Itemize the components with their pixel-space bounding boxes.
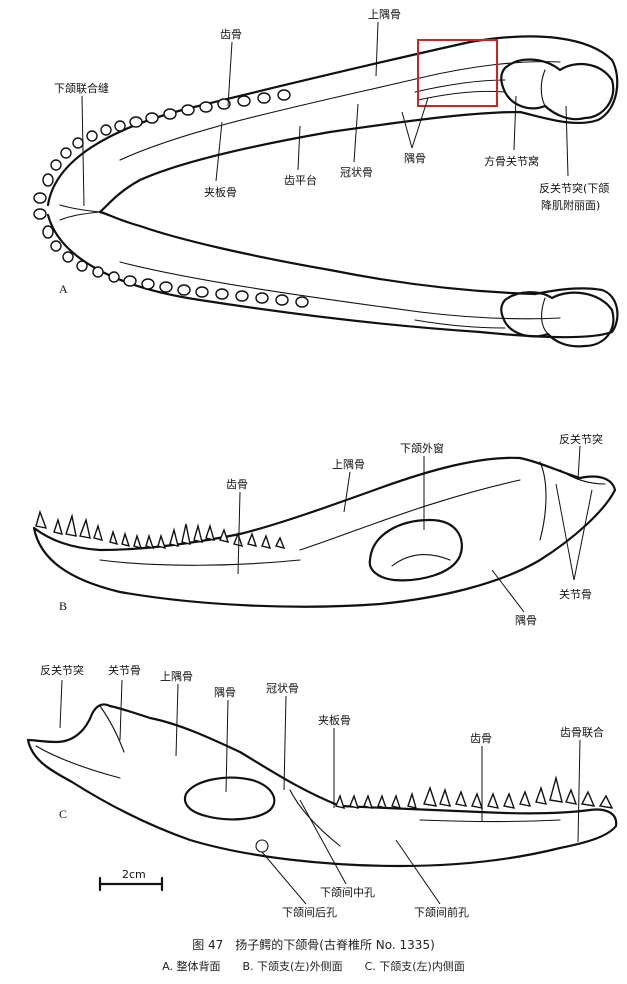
- panel-b-drawing: [32, 445, 617, 613]
- panel-a-drawing: [33, 21, 619, 348]
- panel-a-teeth: [33, 89, 309, 308]
- label-b-chigu: 齿骨: [226, 478, 248, 491]
- label-a-fanguanjietu-1: 反关节突(下颌: [539, 181, 609, 195]
- label-b-fanguanjietu: 反关节突: [559, 432, 603, 446]
- label-a-yugu: 隅骨: [404, 152, 426, 165]
- highlight-box: [417, 39, 498, 107]
- panel-c-teeth: [335, 775, 614, 809]
- panel-c-letter: C: [59, 807, 67, 821]
- label-c-zhong-kong: 下颌间中孔: [320, 885, 375, 899]
- label-a-chigu: 齿骨: [220, 28, 242, 41]
- label-c-fanguanjietu: 反关节突: [40, 663, 84, 677]
- label-a-chipingtai: 齿平台: [284, 173, 317, 187]
- label-b-xiahe-waichuang: 下颌外窗: [400, 441, 444, 455]
- label-a-fanguanjietu-2: 降肌附丽面): [541, 198, 600, 212]
- label-a-fanggu-guanjiewo: 方骨关节窝: [484, 154, 539, 168]
- panel-b-teeth: [35, 509, 286, 550]
- external-mandibular-fenestra: [368, 518, 463, 582]
- panel-c-drawing: [26, 679, 618, 905]
- scale-bar-label: 2cm: [122, 868, 146, 881]
- figure-caption-subtitle: A. 整体背面 B. 下颌支(左)外侧面 C. 下颌支(左)内侧面: [162, 960, 465, 973]
- panel-b-letter: B: [59, 599, 67, 613]
- label-c-chigu-lianhe: 齿骨联合: [560, 725, 604, 739]
- label-a-shangyu: 上隅骨: [368, 8, 401, 21]
- label-b-guanjiegu: 关节骨: [559, 587, 592, 601]
- label-c-guanjiegu: 关节骨: [108, 663, 141, 677]
- label-c-shangyu: 上隅骨: [160, 670, 193, 683]
- panel-a-letter: A: [59, 282, 68, 296]
- label-c-qian-kong: 下颌间前孔: [414, 905, 469, 919]
- label-a-guanzhuanggu: 冠状骨: [340, 165, 373, 179]
- label-b-shangyu: 上隅骨: [332, 458, 365, 471]
- label-c-chigu: 齿骨: [470, 732, 492, 745]
- label-c-guanzhuanggu: 冠状骨: [266, 681, 299, 695]
- label-a-jiabangu: 夹板骨: [204, 185, 237, 199]
- label-c-jiabangu: 夹板骨: [318, 713, 351, 727]
- label-a-xiahe-lianhefeng: 下颌联合缝: [54, 81, 109, 95]
- label-b-yugu: 隅骨: [515, 614, 537, 627]
- label-c-hou-kong: 下颌间后孔: [282, 905, 337, 919]
- label-c-yugu: 隅骨: [214, 686, 236, 699]
- figure-caption-title: 图 47 扬子鳄的下颌骨(古脊椎所 No. 1335): [192, 938, 435, 952]
